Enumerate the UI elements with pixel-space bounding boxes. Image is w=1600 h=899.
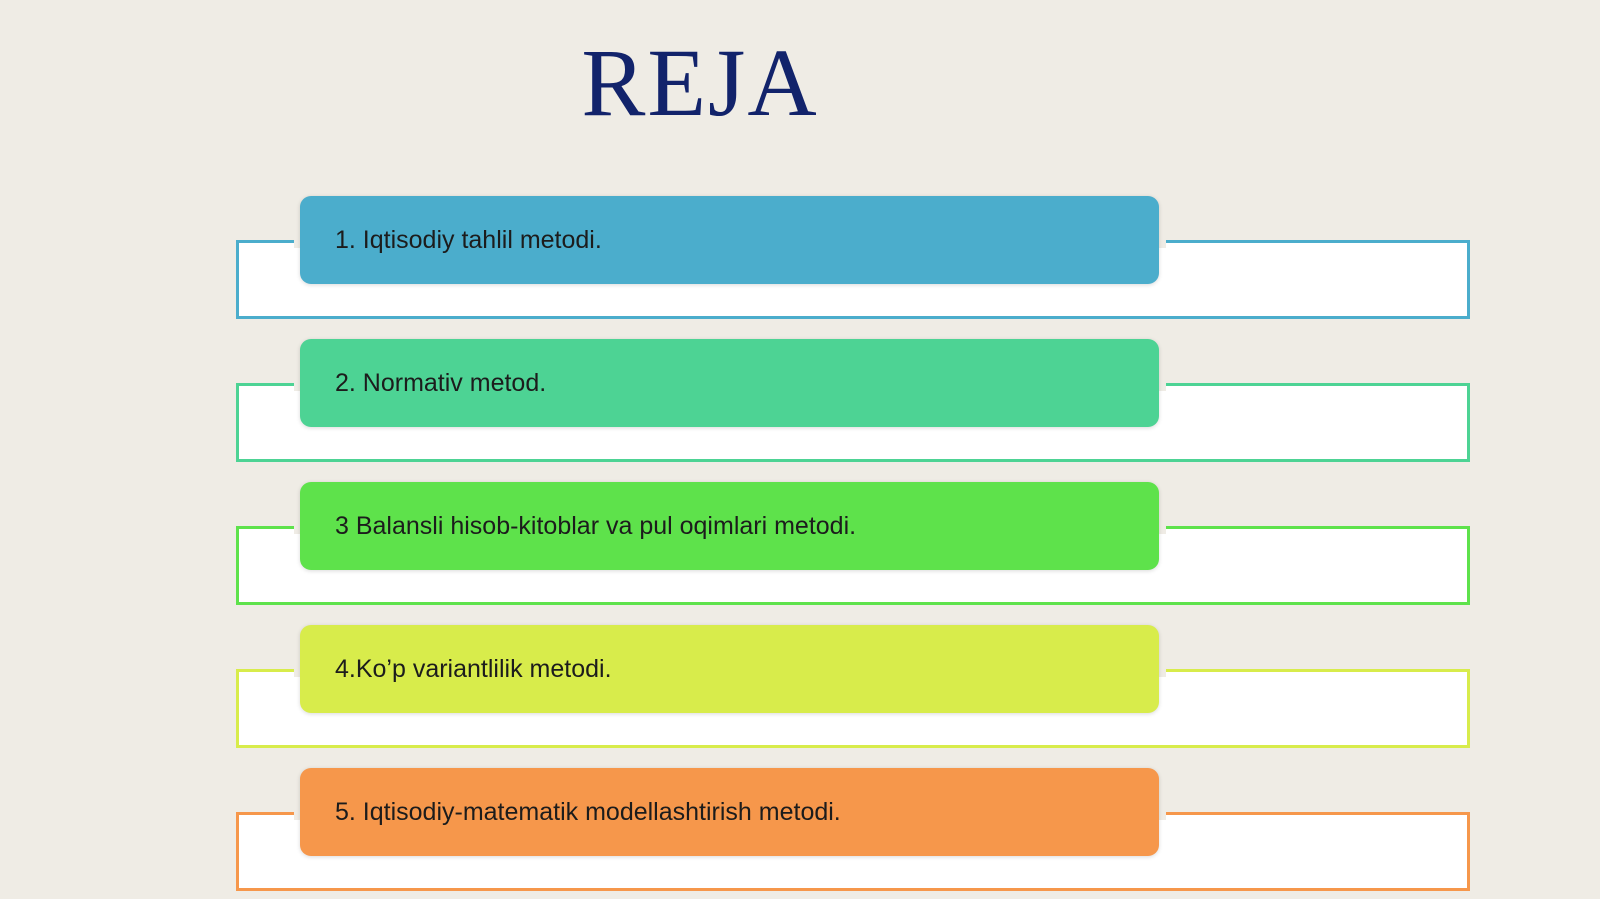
plan-item-box: 5. Iqtisodiy-matematik modellashtirish m… (300, 768, 1159, 856)
plan-item-label: 2. Normativ metod. (335, 368, 547, 397)
plan-item-2: 2. Normativ metod. (0, 339, 1600, 469)
plan-item-label: 1. Iqtisodiy tahlil metodi. (335, 225, 602, 254)
plan-item-1: 1. Iqtisodiy tahlil metodi. (0, 196, 1600, 326)
plan-item-label: 5. Iqtisodiy-matematik modellashtirish m… (335, 797, 841, 826)
slide-title: REJA (581, 29, 819, 136)
plan-item-box: 4.Ko’p variantlilik metodi. (300, 625, 1159, 713)
plan-item-box: 3 Balansli hisob-kitoblar va pul oqimlar… (300, 482, 1159, 570)
plan-item-label: 3 Balansli hisob-kitoblar va pul oqimlar… (335, 511, 857, 540)
plan-item-4: 4.Ko’p variantlilik metodi. (0, 625, 1600, 755)
plan-item-box: 2. Normativ metod. (300, 339, 1159, 427)
plan-item-3: 3 Balansli hisob-kitoblar va pul oqimlar… (0, 482, 1600, 612)
plan-item-box: 1. Iqtisodiy tahlil metodi. (300, 196, 1159, 284)
plan-item-label: 4.Ko’p variantlilik metodi. (335, 654, 612, 683)
plan-item-5: 5. Iqtisodiy-matematik modellashtirish m… (0, 768, 1600, 898)
